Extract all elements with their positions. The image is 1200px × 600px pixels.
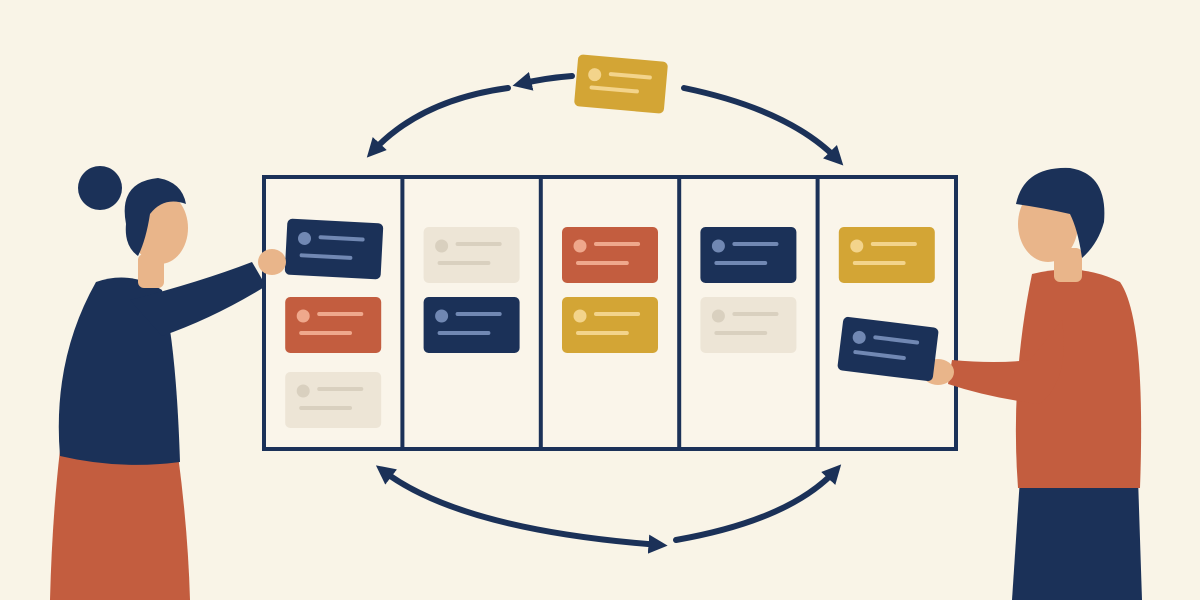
card-text-line xyxy=(576,331,629,335)
card-text-line xyxy=(576,261,629,265)
man-arm xyxy=(948,320,1064,404)
card-text-line xyxy=(455,312,502,316)
card-text-line xyxy=(852,261,906,265)
card-text-line xyxy=(608,72,652,80)
man-hair xyxy=(1016,167,1105,258)
card-avatar-icon xyxy=(435,309,449,323)
card-avatar-icon xyxy=(435,239,449,253)
card-avatar-icon xyxy=(852,330,866,344)
kanban-card xyxy=(285,297,382,353)
card-text-line xyxy=(299,331,352,335)
card-text-line xyxy=(317,312,364,316)
card-body xyxy=(838,227,935,283)
card-body xyxy=(574,54,668,114)
card-text-line xyxy=(455,242,502,246)
kanban-card xyxy=(562,297,658,353)
cycle-arrow-icon xyxy=(366,85,511,158)
card-text-line xyxy=(299,406,352,410)
kanban-card xyxy=(838,227,935,283)
card-text-line xyxy=(437,331,491,335)
card-body xyxy=(700,297,797,353)
card-text-line xyxy=(299,253,353,260)
card-text-line xyxy=(437,261,491,265)
board-column xyxy=(700,227,797,353)
man-figure xyxy=(922,167,1142,600)
woman-hand xyxy=(258,249,286,275)
floating-card xyxy=(574,54,668,114)
cycle-arrow-icon xyxy=(512,71,575,91)
card-body xyxy=(562,227,658,283)
card-body xyxy=(423,227,520,283)
card-avatar-icon xyxy=(573,309,587,323)
card-avatar-icon xyxy=(298,231,312,245)
kanban-card xyxy=(423,227,520,283)
woman-torso xyxy=(58,277,181,465)
card-text-line xyxy=(853,350,906,360)
woman-figure xyxy=(50,166,286,600)
card-text-line xyxy=(732,312,779,316)
board-column xyxy=(423,227,520,353)
card-avatar-icon xyxy=(711,239,725,253)
card-body xyxy=(562,297,658,353)
woman-skirt xyxy=(50,450,190,600)
kanban-card xyxy=(423,297,520,353)
kanban-board xyxy=(262,175,958,451)
woman-hair-bun xyxy=(78,166,122,210)
cycle-arrow-icon xyxy=(375,465,668,554)
board-column xyxy=(838,227,935,283)
board-column xyxy=(562,227,658,353)
card-text-line xyxy=(714,261,768,265)
man-sweater xyxy=(1015,269,1142,488)
man-pants xyxy=(1012,478,1142,600)
card-text-line xyxy=(714,331,768,335)
card-avatar-icon xyxy=(850,239,864,253)
card-text-line xyxy=(732,242,779,246)
woman-hair xyxy=(124,178,186,256)
card-text-line xyxy=(317,387,364,391)
card-avatar-icon xyxy=(588,68,602,82)
card-avatar-icon xyxy=(573,239,587,253)
kanban-card xyxy=(700,297,797,353)
held-card-man xyxy=(837,316,939,382)
held-cards xyxy=(837,316,939,382)
board-column xyxy=(284,218,384,428)
cycle-arrow-icon xyxy=(681,85,844,166)
card-text-line xyxy=(589,85,639,94)
card-text-line xyxy=(873,335,920,345)
card-body xyxy=(700,227,797,283)
kanban-card xyxy=(284,218,384,280)
card-avatar-icon xyxy=(296,309,310,323)
cycle-arrow-icon xyxy=(673,464,842,543)
card-text-line xyxy=(870,242,917,246)
woman-arm xyxy=(130,262,266,336)
card-text-line xyxy=(594,242,641,246)
card-body xyxy=(423,297,520,353)
kanban-card xyxy=(700,227,797,283)
kanban-card xyxy=(562,227,658,283)
cycle-arrows xyxy=(366,71,844,554)
card-text-line xyxy=(318,235,365,242)
card-body xyxy=(285,372,382,428)
card-avatar-icon xyxy=(296,384,310,398)
card-avatar-icon xyxy=(711,309,725,323)
kanban-card xyxy=(574,54,668,114)
kanban-card xyxy=(285,372,382,428)
card-body xyxy=(284,218,384,280)
card-text-line xyxy=(594,312,641,316)
card-body xyxy=(285,297,382,353)
